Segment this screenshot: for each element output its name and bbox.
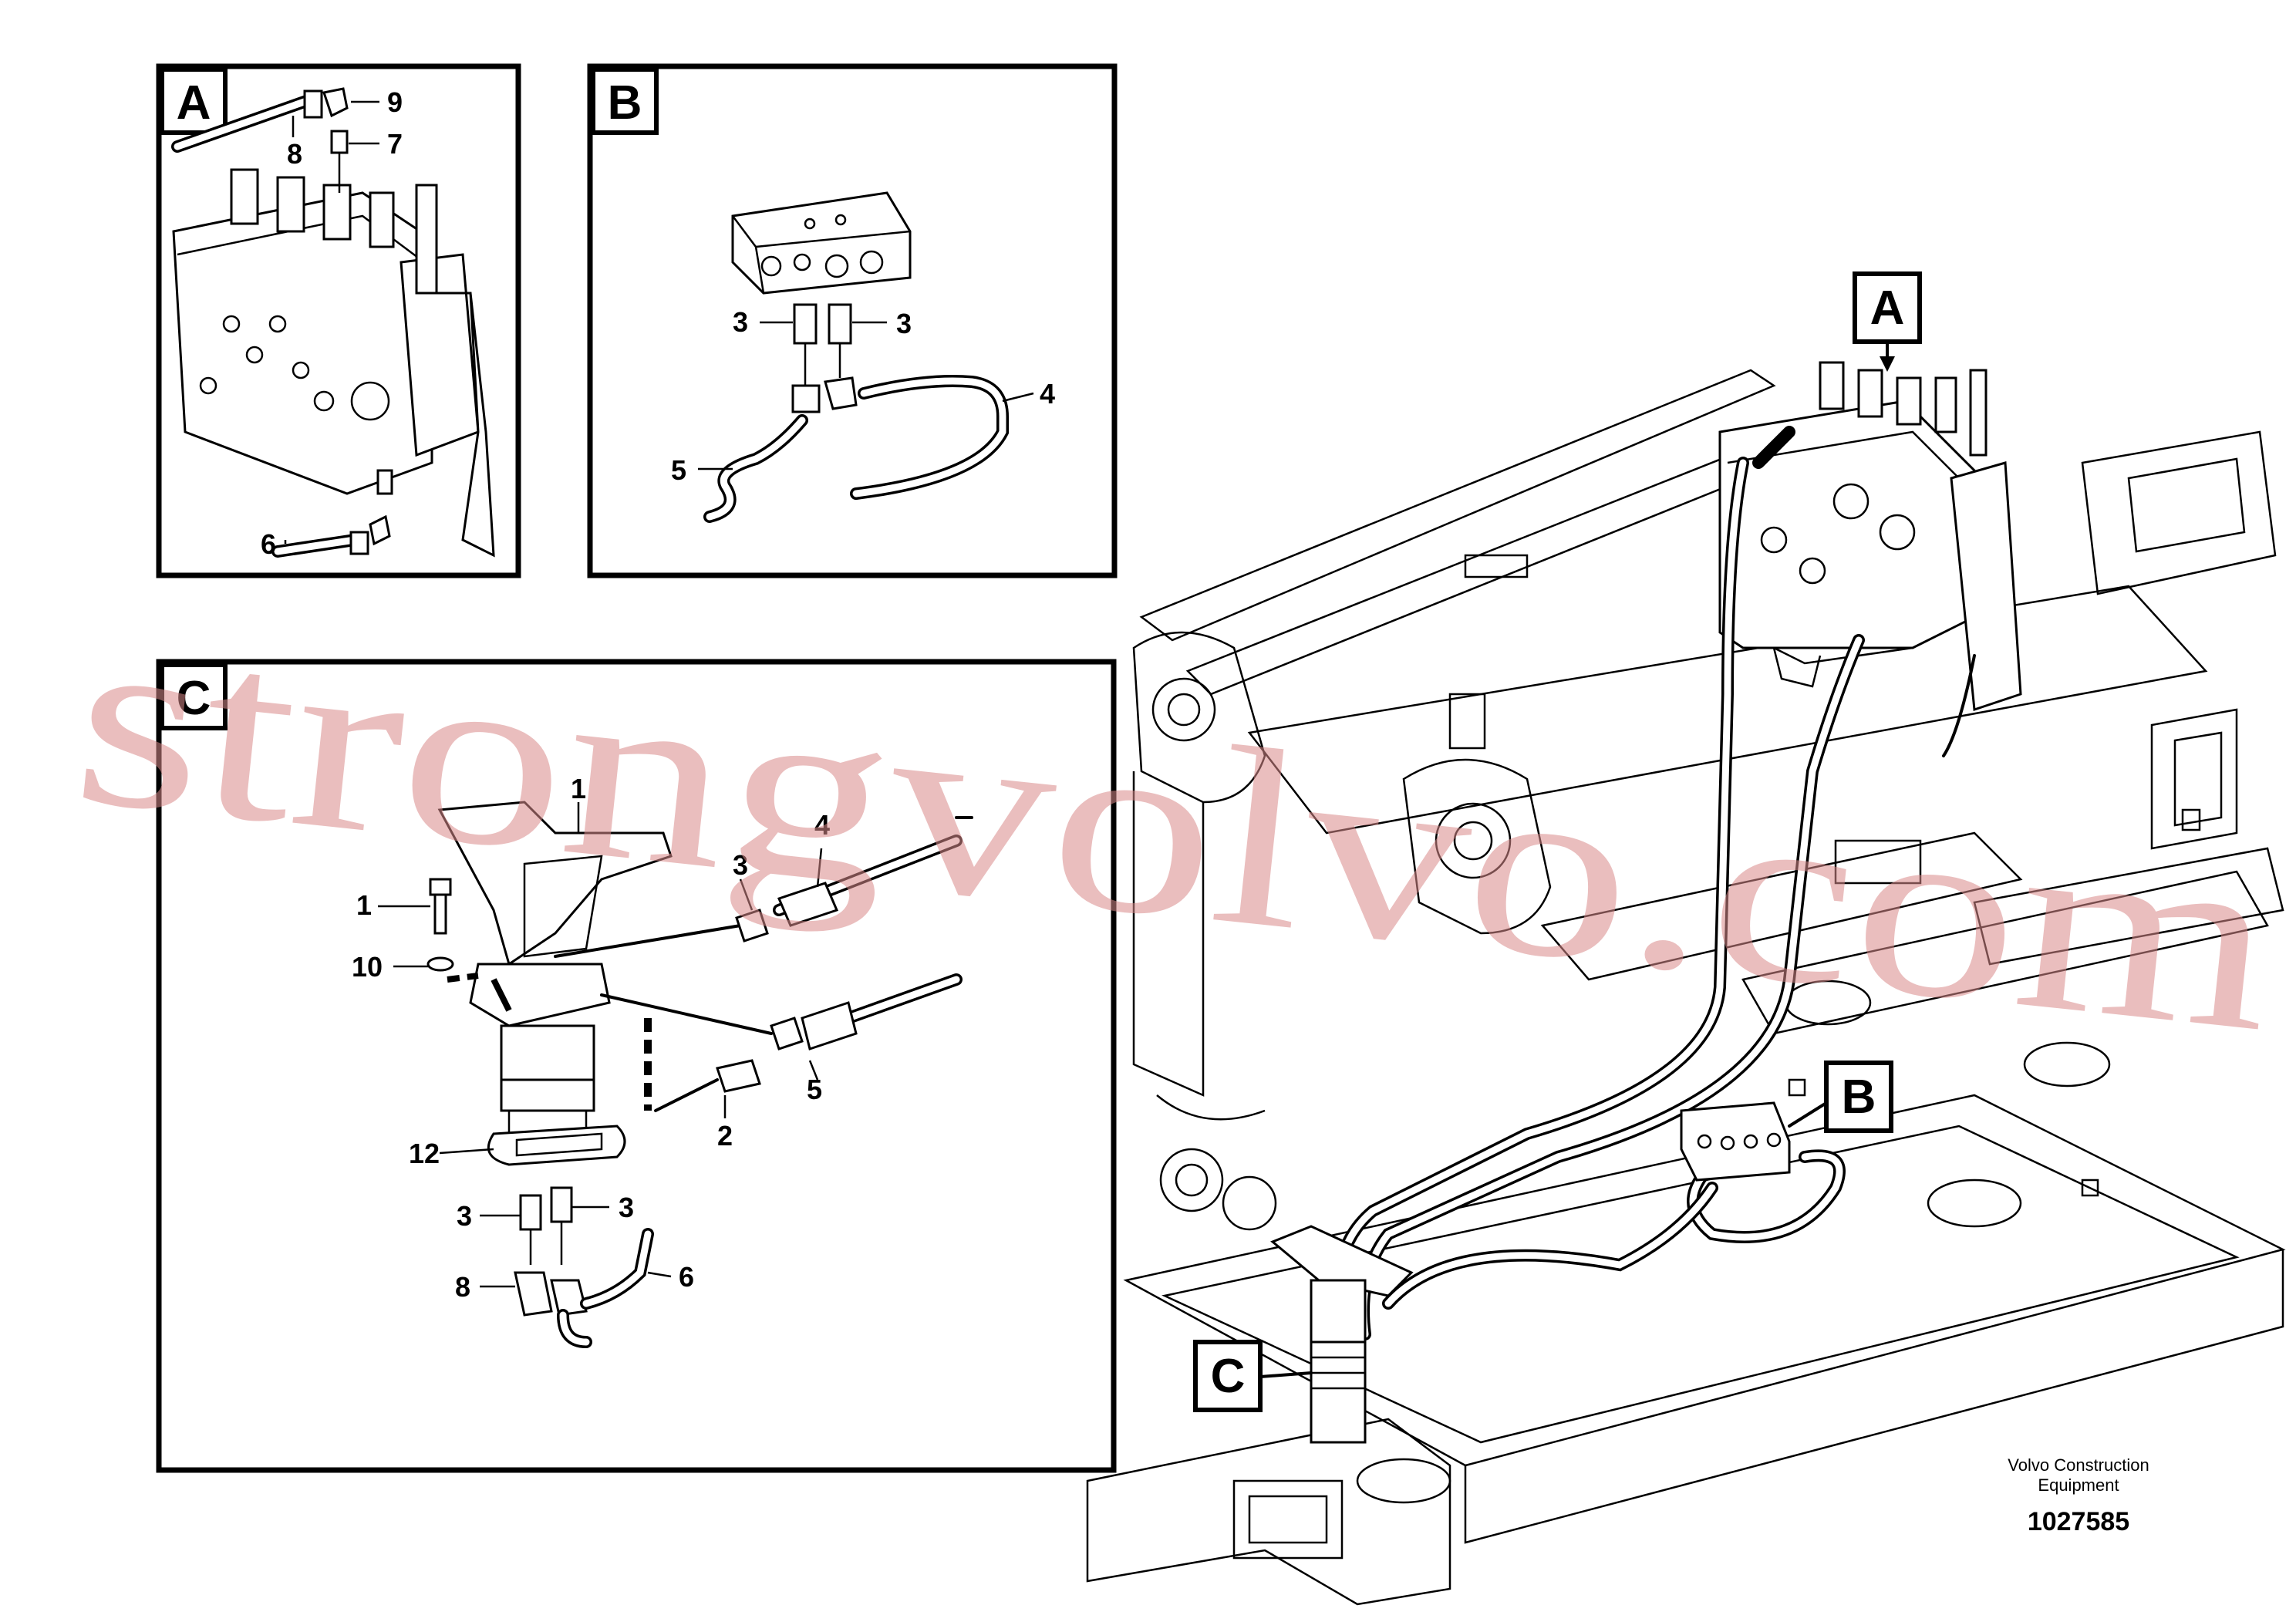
main-label-b-text: B — [1842, 1071, 1876, 1124]
main-label-a-text: A — [1870, 282, 1905, 335]
panel-c-letter: C — [177, 672, 211, 725]
panel-c-callout-8: 8 — [455, 1271, 470, 1303]
main-label-a: A — [1853, 271, 1922, 372]
detail-panel-c: C — [156, 659, 1117, 1473]
panel-b-callout-4: 4 — [1040, 378, 1055, 410]
drawing-number: 1027585 — [2028, 1507, 2129, 1536]
panel-c-callout-5: 5 — [807, 1074, 822, 1105]
panel-b-letter: B — [608, 76, 642, 130]
panel-a-callout-7: 7 — [387, 128, 403, 160]
panel-c-callout-2: 2 — [717, 1120, 733, 1152]
panel-b-callout-5: 5 — [671, 454, 686, 486]
panel-c-callout-3-left: 3 — [457, 1200, 472, 1232]
panel-c-callout-3-top: 3 — [733, 849, 748, 881]
panel-a-callout-6: 6 — [261, 528, 276, 560]
detail-panel-a: A 9 8 7 6 — [156, 63, 521, 578]
panel-c-callout-6: 6 — [679, 1261, 694, 1293]
main-label-c: C — [1193, 1340, 1313, 1412]
panel-c-callout-10: 10 — [352, 951, 383, 983]
block-b-main — [1680, 1101, 1791, 1182]
main-label-b: B — [1788, 1061, 1893, 1133]
main-frame-illustration — [1086, 369, 2286, 1606]
panel-c-callout-3-right: 3 — [619, 1192, 634, 1223]
panel-c-callout-1-top: 1 — [571, 773, 586, 804]
panel-c-callout-4: 4 — [814, 809, 830, 841]
panel-b-callout-3-left: 3 — [733, 306, 748, 338]
panel-a-callout-8: 8 — [287, 138, 302, 170]
panel-a-letter: A — [177, 76, 211, 130]
footer-block: Volvo Construction Equipment 1027585 — [2008, 1455, 2149, 1536]
main-label-c-text: C — [1211, 1350, 1246, 1403]
swivel-c-main — [1270, 1225, 1414, 1444]
detail-panel-b: B 3 3 4 5 — [587, 63, 1118, 578]
control-valve-main — [1718, 361, 2022, 712]
brand-line-1: Volvo Construction — [2008, 1455, 2149, 1475]
panel-b-callout-3-right: 3 — [896, 308, 912, 339]
panel-a-callout-9: 9 — [387, 86, 403, 118]
panel-c-callout-12: 12 — [409, 1138, 440, 1169]
panel-c-callout-1-bolt: 1 — [356, 889, 372, 921]
brand-line-2: Equipment — [2038, 1475, 2119, 1495]
